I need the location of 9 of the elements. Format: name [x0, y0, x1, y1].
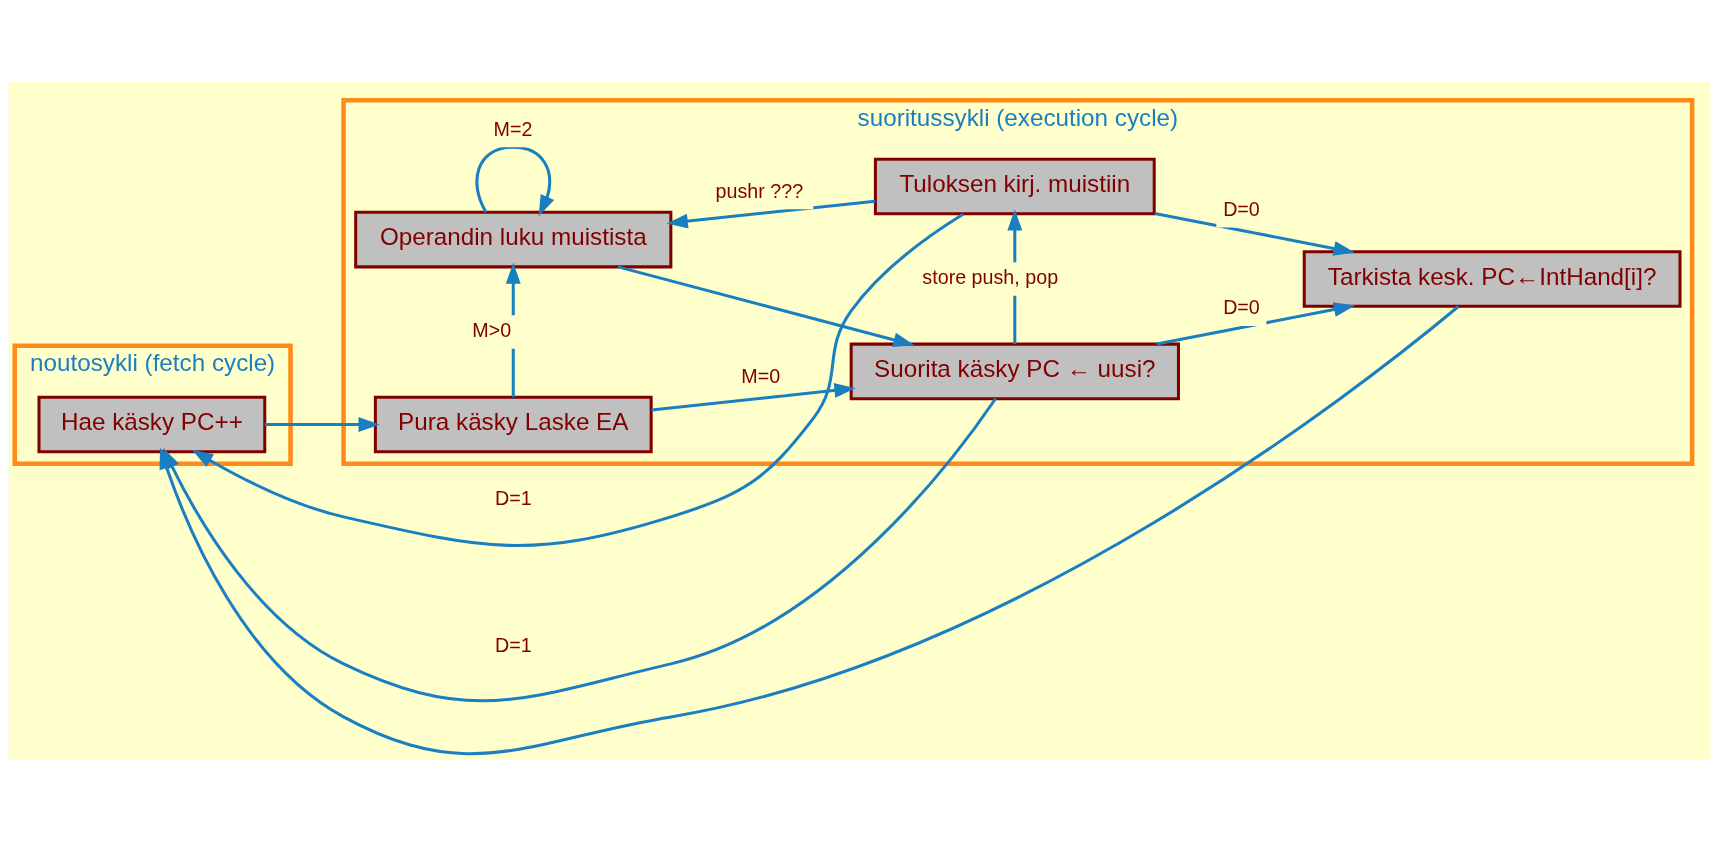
edge-label: M>0 [472, 319, 512, 342]
edge-label: M=0 [741, 364, 781, 387]
edge-label: D=1 [495, 487, 532, 510]
edge-label: D=1 [495, 634, 532, 657]
edge-label: pushr ??? [715, 179, 804, 202]
edge-label: D=0 [1223, 296, 1260, 319]
edge-label: D=0 [1223, 197, 1260, 220]
edge-label: M=2 [493, 117, 533, 140]
edge-label: store push, pop [922, 266, 1059, 289]
